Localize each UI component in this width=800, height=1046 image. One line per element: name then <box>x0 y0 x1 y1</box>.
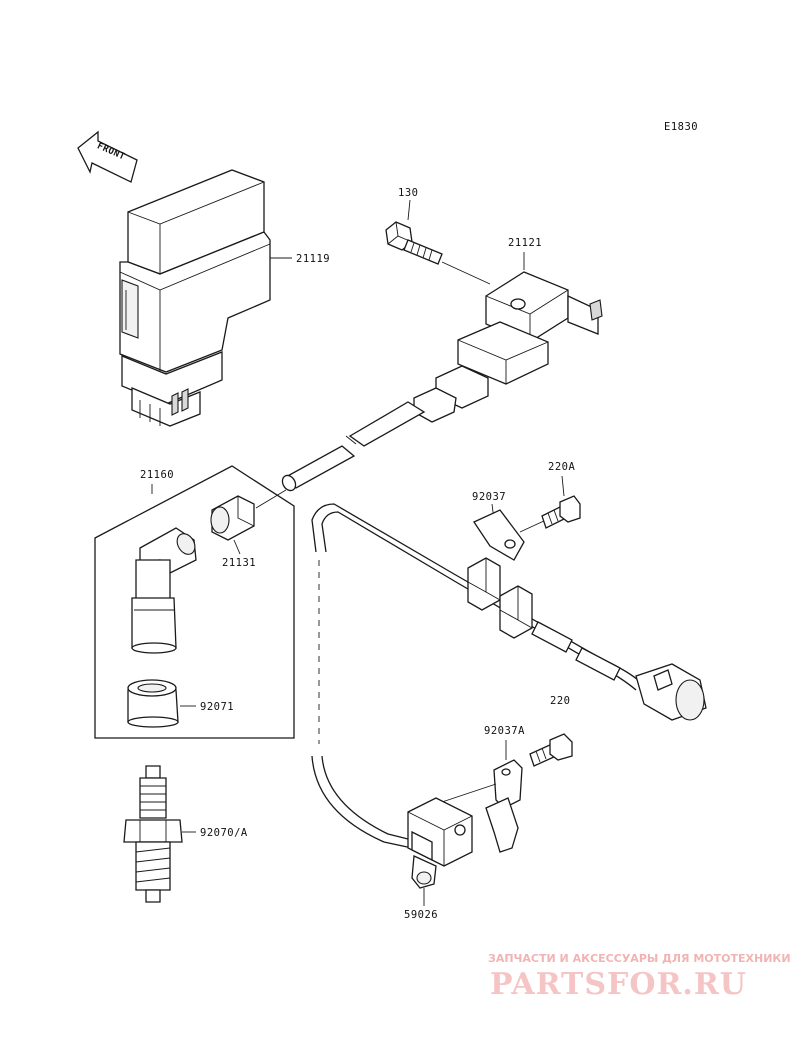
leader-220A <box>561 475 565 497</box>
diagram-code: E1830 <box>664 121 698 133</box>
label-92037A: 92037A <box>484 725 525 737</box>
harness-clamp-1 <box>467 557 501 611</box>
cdi-unit-21119 <box>119 169 271 427</box>
label-92070: 92070/A <box>200 827 248 839</box>
label-21131: 21131 <box>222 557 256 569</box>
bracket-leader <box>435 783 497 805</box>
bracket-92037A <box>485 759 523 853</box>
label-92071: 92071 <box>200 701 234 713</box>
label-220A: 220A <box>548 461 575 473</box>
leader-130 <box>407 199 411 221</box>
leader-21131 <box>233 539 241 555</box>
watermark: ЗАПЧАСТИ И АКСЕССУАРЫ ДЛЯ МОТОТЕХНИКИ PA… <box>488 952 791 1002</box>
label-130: 130 <box>398 187 418 199</box>
boot-92071 <box>127 679 179 728</box>
bolt-220A-leader <box>519 519 547 533</box>
high-tension-lead <box>281 401 426 492</box>
label-59026: 59026 <box>404 909 438 921</box>
harness-sleeve <box>531 621 621 681</box>
label-92037: 92037 <box>472 491 506 503</box>
ignition-coil-21121 <box>413 271 603 423</box>
pickup-coil-59026 <box>407 797 473 889</box>
label-21121: 21121 <box>508 237 542 249</box>
bolt-leader <box>441 261 491 285</box>
harness-clamp-2 <box>499 585 533 639</box>
watermark-tagline: ЗАПЧАСТИ И АКСЕССУАРЫ ДЛЯ МОТОТЕХНИКИ <box>488 952 791 965</box>
watermark-logo: PARTSFOR.RU <box>490 967 747 1002</box>
label-21160: 21160 <box>140 469 174 481</box>
bolt-220 <box>529 733 573 767</box>
label-21119: 21119 <box>296 253 330 265</box>
spark-plug-92070 <box>123 765 183 903</box>
plate-92037 <box>473 509 525 561</box>
group-box-21160 <box>94 465 295 739</box>
bolt-220A <box>541 495 581 529</box>
front-arrow-icon: FRONT <box>77 130 138 183</box>
pickup-wiring-harness <box>311 503 707 849</box>
label-220: 220 <box>550 695 570 707</box>
resistor-cap-21131 <box>210 495 255 541</box>
lead-leader <box>255 489 287 509</box>
plug-cap-21160 <box>131 527 197 654</box>
bolt-130 <box>385 221 443 265</box>
